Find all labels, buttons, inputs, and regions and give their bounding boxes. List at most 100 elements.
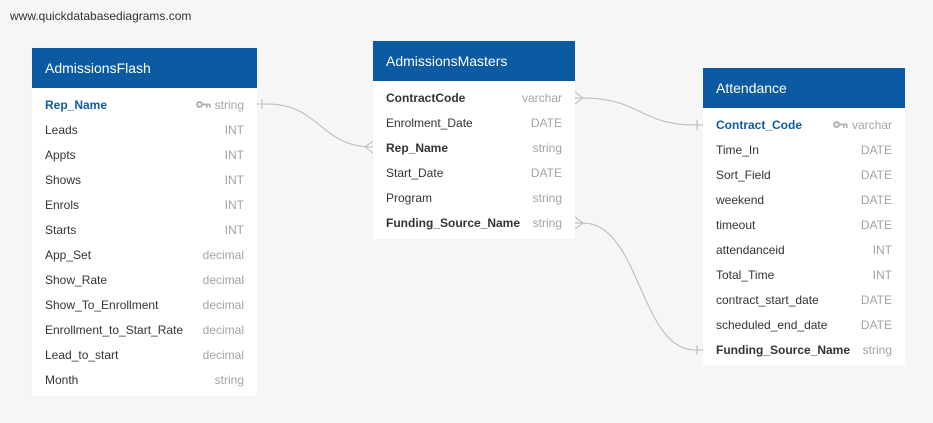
column-name: Sort_Field [716, 167, 771, 182]
column-type: string [215, 373, 244, 387]
column-name: Leads [45, 122, 78, 137]
column-type-label: DATE [860, 167, 892, 182]
column-type-label: string [214, 372, 244, 387]
column-row[interactable]: scheduled_end_date DATE [703, 312, 905, 337]
column-row[interactable]: Contract_Code varchar [703, 112, 905, 137]
column-name: Rep_Name [386, 140, 449, 155]
column-name: contract_start_date [716, 292, 819, 307]
column-type: DATE [531, 166, 562, 180]
column-type: decimal [203, 273, 244, 287]
column-row[interactable]: Show_Rate decimal [32, 267, 257, 292]
column-type: decimal [203, 298, 244, 312]
column-row[interactable]: ContractCode varchar [373, 85, 575, 110]
column-type: INT [225, 198, 244, 212]
column-type-label: string [532, 215, 562, 230]
key-icon [832, 121, 848, 128]
column-type-label: INT [872, 242, 892, 257]
column-row[interactable]: Rep_Name string [373, 135, 575, 160]
table-header[interactable]: Attendance [703, 68, 905, 108]
table-header[interactable]: AdmissionsMasters [373, 41, 575, 81]
column-type: string [533, 191, 562, 205]
crow-foot-lower [574, 222, 584, 230]
column-row[interactable]: App_Set decimal [32, 242, 257, 267]
column-type: INT [873, 243, 892, 257]
column-type: varchar [522, 91, 562, 105]
column-row[interactable]: Sort_Field DATE [703, 162, 905, 187]
column-type-label: DATE [860, 317, 892, 332]
column-row[interactable]: Total_Time INT [703, 262, 905, 287]
column-name: App_Set [45, 247, 92, 262]
column-type-label: string [532, 190, 562, 205]
column-name: timeout [716, 217, 756, 232]
column-name: Month [45, 372, 79, 387]
column-row[interactable]: timeout DATE [703, 212, 905, 237]
column-type-label: DATE [860, 142, 892, 157]
column-type: string [195, 98, 244, 112]
column-type: INT [225, 148, 244, 162]
column-type: string [533, 141, 562, 155]
column-type-label: decimal [202, 247, 244, 262]
column-row[interactable]: contract_start_date DATE [703, 287, 905, 312]
column-type-label: string [532, 140, 562, 155]
connector-curve [582, 97, 696, 126]
column-row[interactable]: Funding_Source_Name string [703, 337, 905, 362]
column-type: decimal [203, 323, 244, 337]
column-name: Funding_Source_Name [716, 342, 851, 357]
column-type: DATE [531, 116, 562, 130]
column-type: DATE [861, 318, 892, 332]
column-row[interactable]: Enrolment_Date DATE [373, 110, 575, 135]
column-name: scheduled_end_date [716, 317, 828, 332]
column-type: string [863, 343, 892, 357]
column-type-label: decimal [202, 297, 244, 312]
table-header[interactable]: AdmissionsFlash [32, 48, 257, 88]
column-name: weekend [716, 192, 765, 207]
column-type-label: varchar [521, 90, 562, 105]
column-type-label: varchar [851, 117, 892, 132]
column-name: Starts [45, 222, 77, 237]
column-name: Funding_Source_Name [386, 215, 521, 230]
key-icon [195, 101, 211, 108]
column-type: decimal [203, 248, 244, 262]
column-row[interactable]: Funding_Source_Name string [373, 210, 575, 235]
column-name: Show_Rate [45, 272, 108, 287]
column-name: Show_To_Enrollment [45, 297, 159, 312]
column-name: Contract_Code [716, 117, 803, 132]
column-name: Lead_to_start [45, 347, 119, 362]
column-type-label: decimal [202, 272, 244, 287]
column-name: Total_Time [716, 267, 775, 282]
crow-foot-upper [574, 91, 584, 99]
column-type: DATE [861, 218, 892, 232]
column-type: INT [873, 268, 892, 282]
column-name: ContractCode [386, 90, 466, 105]
column-type-label: DATE [860, 217, 892, 232]
connector-funding-source [574, 216, 703, 355]
column-row[interactable]: Show_To_Enrollment decimal [32, 292, 257, 317]
column-name: Enrolment_Date [386, 115, 473, 130]
column-type-label: DATE [530, 115, 562, 130]
column-row[interactable]: Month string [32, 367, 257, 392]
connector-rep-name [257, 99, 374, 154]
column-type: DATE [861, 293, 892, 307]
column-type-label: DATE [530, 165, 562, 180]
column-type-label: string [214, 97, 244, 112]
